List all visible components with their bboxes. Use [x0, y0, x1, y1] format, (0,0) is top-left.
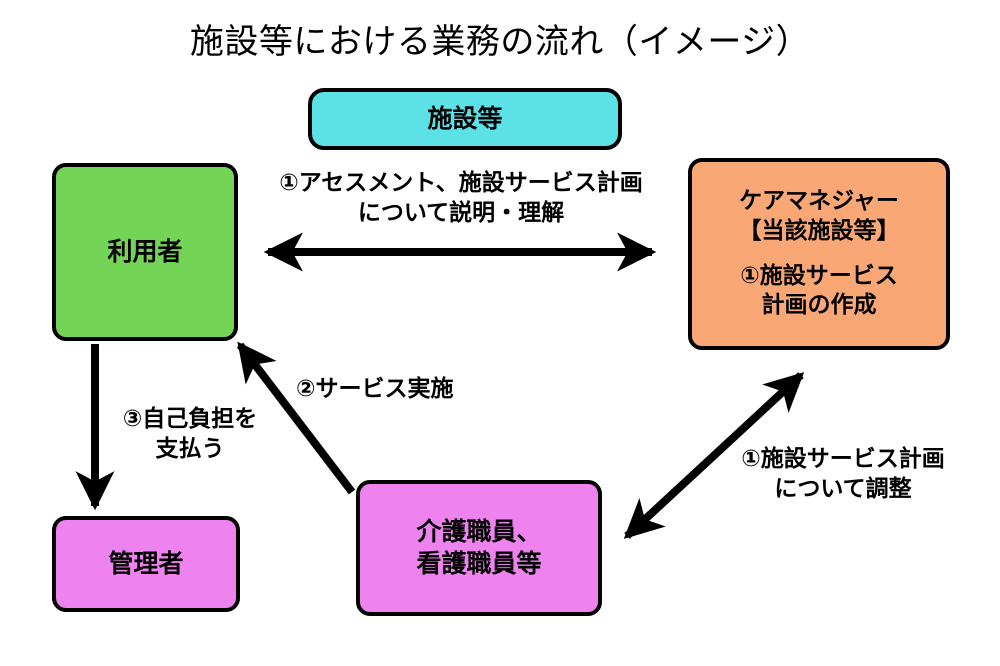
node-staff-line1: 介護職員、 [416, 517, 542, 546]
node-facility-label: 施設等 [427, 104, 503, 133]
edge-label-service-line1: ②サービス実施 [296, 376, 454, 402]
edge-label-adjust-line1: ①施設サービス計画 [741, 446, 945, 472]
edge-label-assessment-line1: ①アセスメント、施設サービス計画 [279, 170, 643, 196]
node-care-manager-line3: ①施設サービス [740, 263, 898, 289]
edge-label-assessment: ①アセスメント、施設サービス計画 について説明・理解 [249, 168, 673, 229]
node-staff-line2: 看護職員等 [416, 549, 542, 578]
edge-label-payment: ③自己負担を 支払う [100, 404, 280, 465]
node-care-manager-line1: ケアマネジャー [739, 188, 899, 215]
edge-label-adjust-line2: について調整 [774, 476, 912, 503]
node-care-manager[interactable]: ケアマネジャー 【当該施設等】 ①施設サービス 計画の作成 [688, 158, 950, 350]
node-care-manager-line2: 【当該施設等】 [738, 217, 900, 244]
edge-label-adjust: ①施設サービス計画 について調整 [708, 444, 978, 505]
node-care-manager-line4: 計画の作成 [761, 292, 877, 319]
edge-label-assessment-line2: について説明・理解 [357, 200, 565, 227]
edge-label-payment-line1: ③自己負担を [122, 406, 258, 432]
node-staff[interactable]: 介護職員、 看護職員等 [356, 480, 602, 616]
node-facility[interactable]: 施設等 [308, 88, 622, 150]
node-user-label: 利用者 [107, 237, 183, 266]
edge-label-service: ②サービス実施 [296, 374, 516, 404]
edge-label-payment-line2: 支払う [155, 436, 225, 463]
node-manager[interactable]: 管理者 [52, 516, 240, 612]
node-user[interactable]: 利用者 [52, 163, 238, 341]
page-title: 施設等における業務の流れ（イメージ） [189, 22, 811, 62]
node-manager-label: 管理者 [108, 549, 184, 578]
